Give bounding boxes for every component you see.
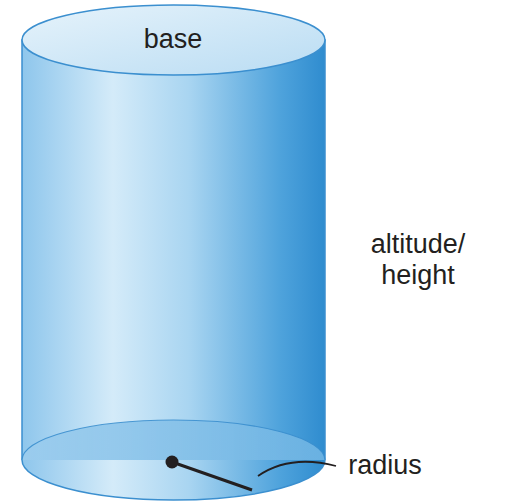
radius-label: radius bbox=[348, 450, 422, 481]
bottom-base-back bbox=[22, 420, 325, 460]
center-point bbox=[166, 456, 179, 469]
height-label: altitude/ height bbox=[371, 229, 466, 291]
leader-line bbox=[258, 462, 336, 476]
base-label: base bbox=[144, 24, 203, 55]
radius-segment bbox=[172, 462, 252, 490]
cylinder-side bbox=[22, 40, 325, 500]
top-base bbox=[22, 5, 325, 75]
